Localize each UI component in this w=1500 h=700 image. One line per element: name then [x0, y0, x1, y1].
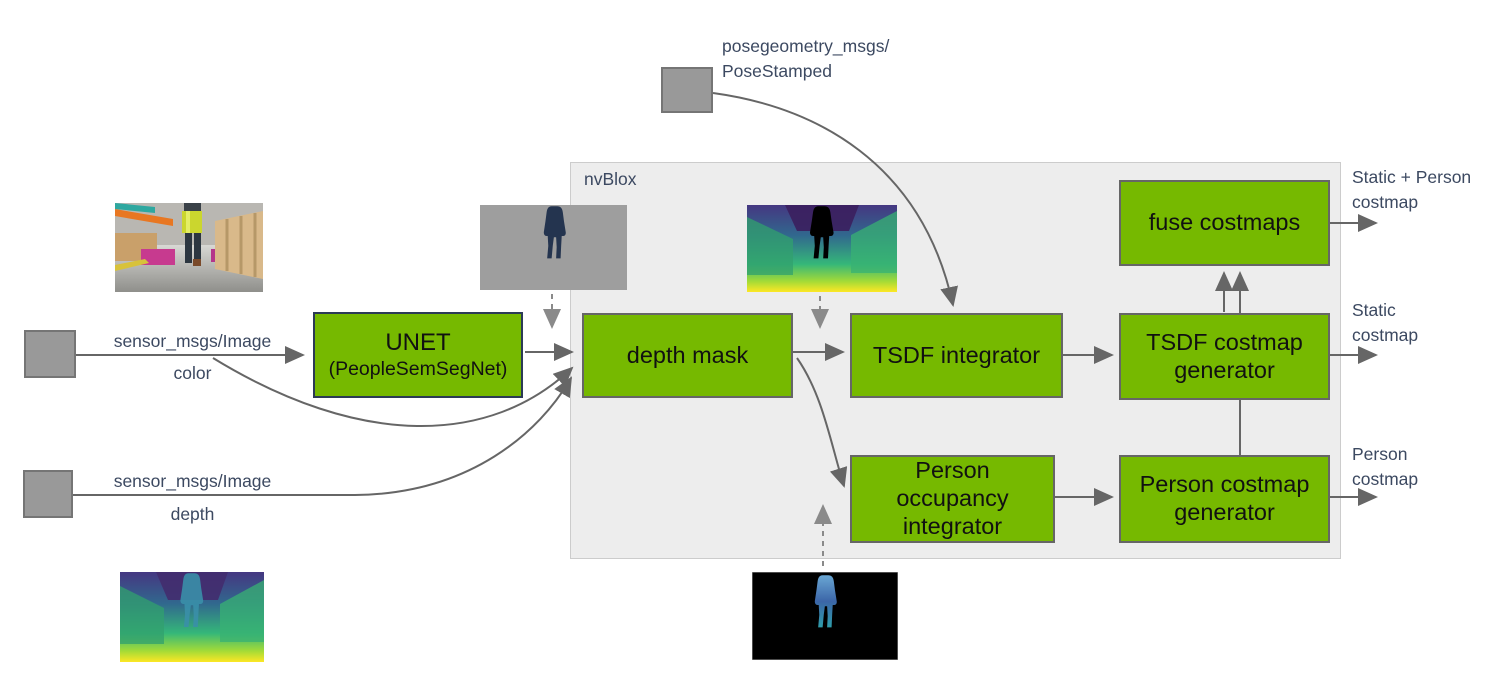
depth-topic-type: sensor_msgs/Image — [113, 471, 272, 491]
depth-topic-square — [23, 470, 73, 518]
depth-topic-name: depth — [170, 504, 215, 524]
output-static-person-line1: Static + Person — [1352, 167, 1472, 187]
person-depth-image — [752, 572, 898, 660]
nvblox-container-label: nvBlox — [584, 169, 637, 189]
pose-topic-label: posegeometry_msgs/ PoseStamped — [722, 34, 889, 84]
masked-depth-image — [747, 205, 897, 292]
node-fuse-costmaps-label: fuse costmaps — [1148, 209, 1301, 236]
node-person-costmap-generator: Person costmap generator — [1119, 455, 1330, 543]
pose-topic-label-line2: PoseStamped — [722, 61, 832, 81]
node-person-occupancy-integrator: Person occupancy integrator — [850, 455, 1055, 543]
pose-topic-square — [661, 67, 713, 113]
pose-topic-label-line1: posegeometry_msgs/ — [722, 36, 890, 56]
segmentation-mask-image — [480, 205, 627, 290]
node-tsdf-integrator-label: TSDF integrator — [872, 341, 1041, 368]
output-static-line1: Static — [1352, 300, 1396, 320]
node-unet-title: UNET — [385, 329, 451, 357]
color-topic-name: color — [173, 363, 212, 383]
output-static-person-line2: costmap — [1352, 192, 1419, 212]
color-topic-square — [24, 330, 76, 378]
color-topic-type: sensor_msgs/Image — [113, 331, 272, 351]
warehouse-photo — [115, 203, 263, 292]
output-static-line2: costmap — [1352, 325, 1419, 345]
node-unet: UNET (PeopleSemSegNet) — [313, 312, 523, 398]
node-person-costmap-generator-label: Person costmap generator — [1139, 471, 1310, 525]
depth-image — [120, 572, 264, 662]
output-label-person: Person costmap — [1352, 442, 1497, 492]
output-label-static-person: Static + Person costmap — [1352, 165, 1497, 215]
node-person-occupancy-integrator-label: Person occupancy integrator — [896, 457, 1009, 539]
node-fuse-costmaps: fuse costmaps — [1119, 180, 1330, 266]
node-tsdf-integrator: TSDF integrator — [850, 313, 1063, 398]
node-unet-subtitle: (PeopleSemSegNet) — [328, 357, 508, 380]
output-person-line2: costmap — [1352, 469, 1419, 489]
node-depth-mask: depth mask — [582, 313, 793, 398]
output-person-line1: Person — [1352, 444, 1408, 464]
node-depth-mask-label: depth mask — [626, 341, 749, 368]
node-tsdf-costmap-generator-label: TSDF costmap generator — [1146, 328, 1303, 383]
output-label-static: Static costmap — [1352, 298, 1497, 348]
node-tsdf-costmap-generator: TSDF costmap generator — [1119, 313, 1330, 400]
